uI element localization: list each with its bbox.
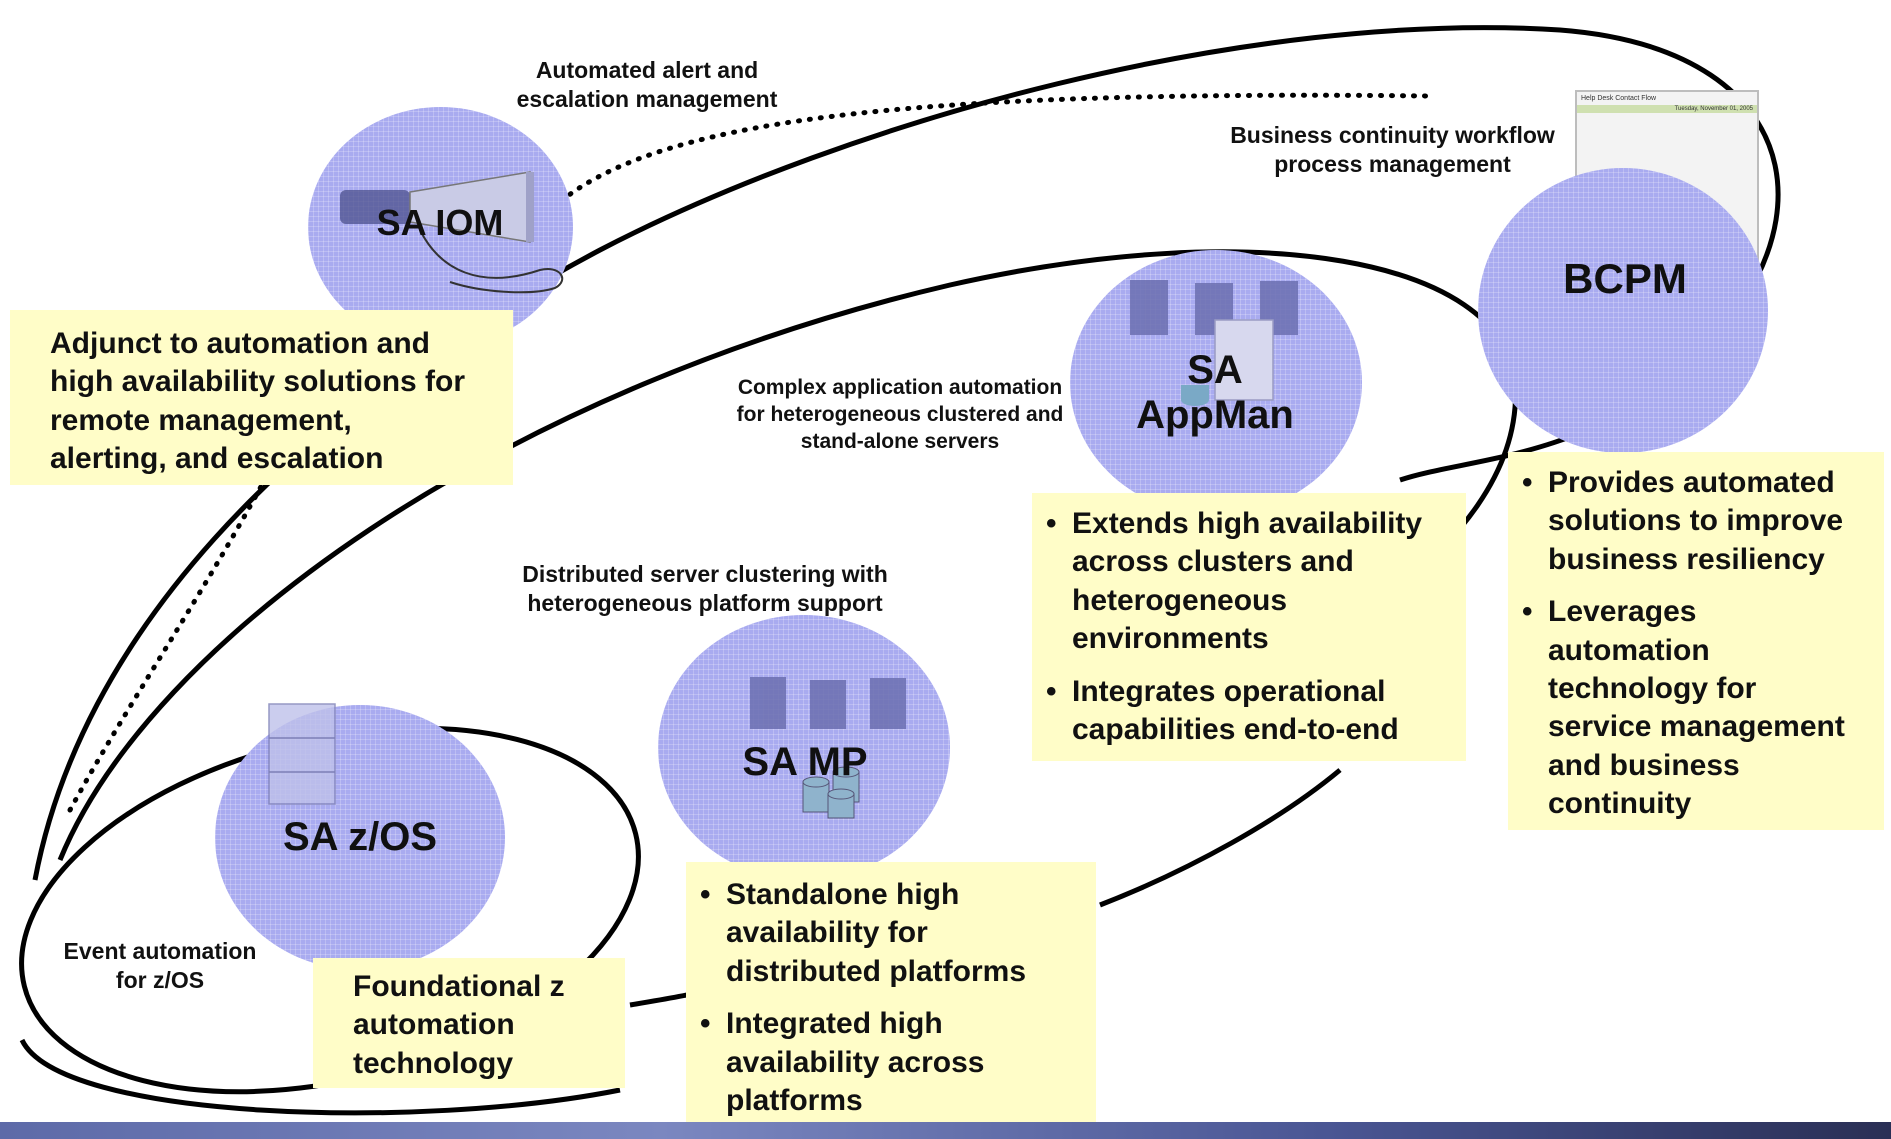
megaphone-icon [340,171,564,294]
thumbnail-title: Help Desk Contact Flow [1581,95,1657,102]
bottom-decorative-band [0,1122,1891,1139]
middle-scope-outline-right [1099,768,1342,908]
sa-iom-label: SA IOM [376,202,504,243]
zos-note: Foundational z automation technology [313,958,625,1088]
escalation-dotted-line-left [67,467,273,813]
sa-mp-label: SA MP [742,740,868,784]
bcpm-bubble [1478,168,1768,453]
escalation-dotted-line [550,92,1433,211]
bcpm-label: BCPM [1563,255,1687,302]
sa-zos-label: SA z/OS [282,815,438,859]
sa-appman-label: SA AppMan [1136,348,1294,437]
server-rack-icon [1130,280,1298,406]
thumbnail-subtitle: Tuesday, November 01, 2005 [1577,105,1757,113]
server-cluster-icon [750,677,906,819]
iom-note: Adjunct to automation and high availabil… [10,310,513,485]
sa-zos-bubble [215,705,505,970]
outer-scope-outline-lower [19,1038,621,1116]
mainframe-icon [268,703,336,805]
sa-mp-bubble [658,615,950,880]
